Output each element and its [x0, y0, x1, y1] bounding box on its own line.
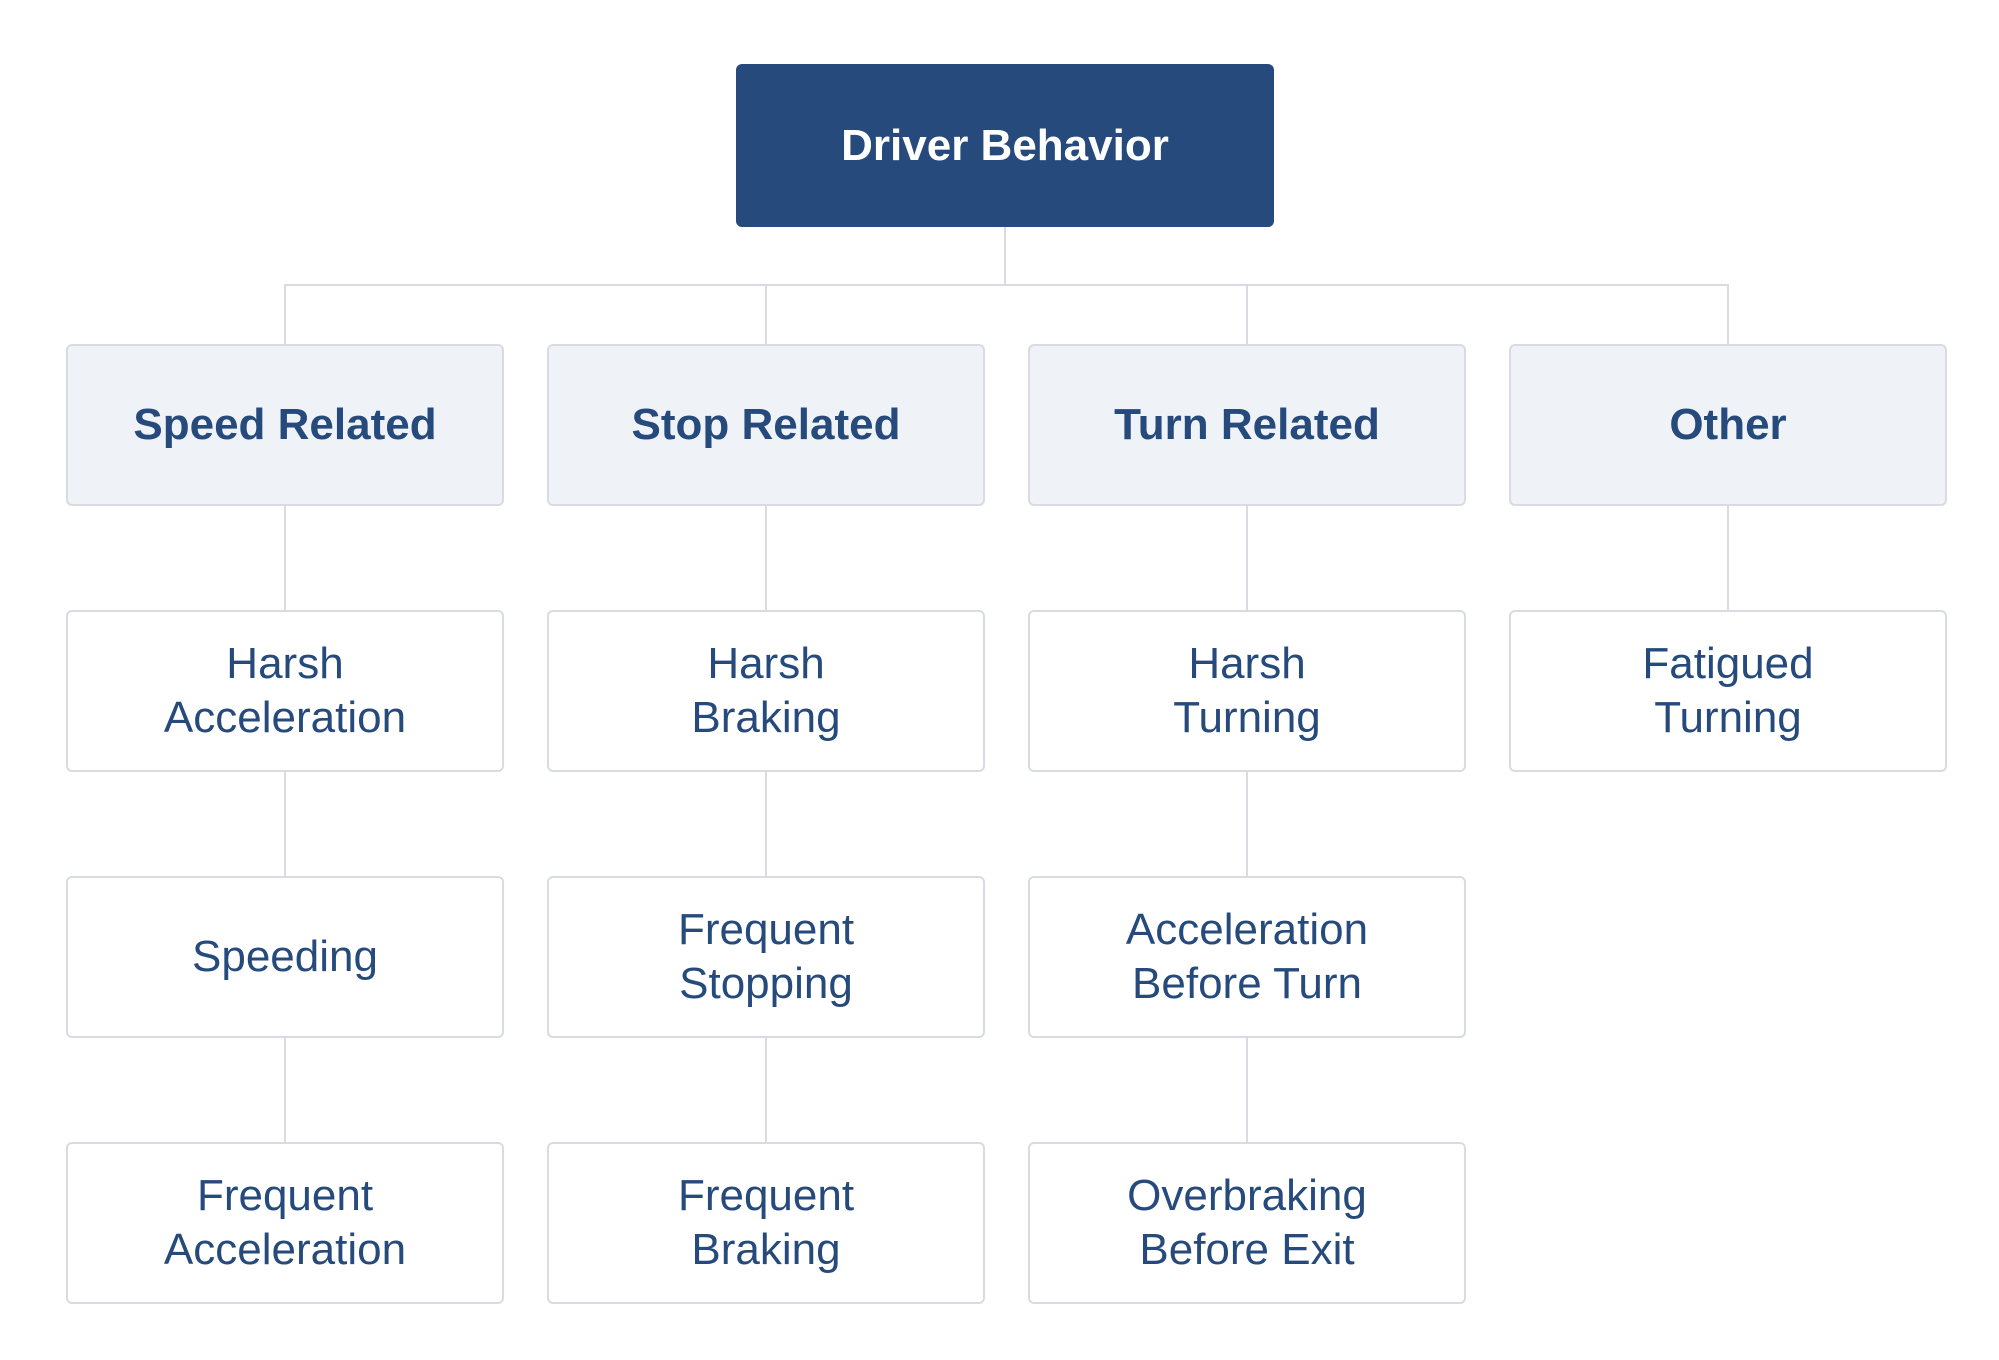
leaf-label: Overbraking Before Exit	[1127, 1171, 1367, 1274]
leaf-label: Frequent Acceleration	[163, 1171, 407, 1274]
category-label: Stop Related	[631, 400, 901, 449]
leaf-label: Frequent Stopping	[677, 905, 855, 1008]
category-label: Speed Related	[133, 400, 437, 449]
leaf-node-harsh-braking: Harsh Braking	[547, 610, 985, 772]
leaf-label: Fatigued Turning	[1642, 639, 1814, 742]
leaf-label: Frequent Braking	[677, 1171, 855, 1274]
category-node-speed-related: Speed Related	[66, 344, 504, 506]
root-node-label: Driver Behavior	[841, 120, 1169, 170]
category-label: Turn Related	[1114, 400, 1380, 449]
leaf-node-frequent-acceleration: Frequent Acceleration	[66, 1142, 504, 1304]
leaf-label: Harsh Turning	[1173, 639, 1321, 742]
leaf-node-frequent-stopping: Frequent Stopping	[547, 876, 985, 1038]
leaf-label: Speeding	[192, 932, 378, 981]
category-node-other: Other	[1509, 344, 1947, 506]
leaf-node-frequent-braking: Frequent Braking	[547, 1142, 985, 1304]
leaf-node-acceleration-before-turn: Acceleration Before Turn	[1028, 876, 1466, 1038]
leaf-label: Harsh Acceleration	[163, 639, 407, 742]
leaf-label: Harsh Braking	[691, 639, 841, 742]
category-label: Other	[1669, 400, 1787, 449]
root-node-driver-behavior: Driver Behavior	[736, 64, 1274, 227]
leaf-label: Acceleration Before Turn	[1125, 905, 1369, 1008]
leaf-node-overbraking-before-exit: Overbraking Before Exit	[1028, 1142, 1466, 1304]
leaf-node-speeding: Speeding	[66, 876, 504, 1038]
leaf-node-harsh-acceleration: Harsh Acceleration	[66, 610, 504, 772]
leaf-node-fatigued-turning: Fatigued Turning	[1509, 610, 1947, 772]
leaf-node-harsh-turning: Harsh Turning	[1028, 610, 1466, 772]
category-node-stop-related: Stop Related	[547, 344, 985, 506]
category-node-turn-related: Turn Related	[1028, 344, 1466, 506]
